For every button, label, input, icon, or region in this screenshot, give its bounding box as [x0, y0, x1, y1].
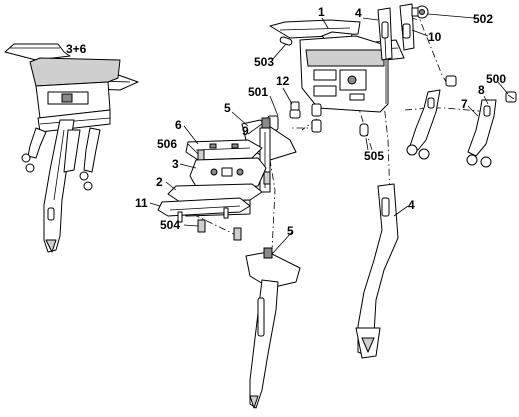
bracket-part-6 [185, 139, 263, 161]
callout-501: 501 [248, 85, 269, 99]
arm-part-4-lower [355, 183, 399, 359]
callout-8: 8 [478, 83, 485, 97]
callout-9: 9 [242, 124, 249, 138]
block-part-3 [189, 157, 267, 191]
bracket-part-1 [269, 19, 405, 113]
leader-lines [149, 13, 509, 255]
callout-503: 503 [254, 55, 275, 69]
callout-504: 504 [160, 218, 181, 232]
callout-6: 6 [175, 118, 182, 132]
callout-1: 1 [318, 5, 325, 19]
callout-7: 7 [461, 97, 468, 111]
callout-3: 3 [172, 157, 179, 171]
callout-506: 506 [157, 137, 178, 151]
callout-4-top: 4 [355, 6, 362, 20]
blade-part-5-lower [245, 247, 301, 409]
callout-10: 10 [428, 30, 442, 44]
assembled-bracket-view [4, 43, 139, 253]
top-arm-part [377, 3, 429, 61]
pins-503-505 [279, 36, 369, 137]
callout-2: 2 [156, 175, 163, 189]
callout-3-6: 3+6 [66, 42, 87, 56]
clip-part-11 [157, 197, 251, 223]
callout-12: 12 [276, 74, 290, 88]
callout-5-lower: 5 [287, 224, 294, 238]
callout-505: 505 [364, 149, 385, 163]
callout-4-lower: 4 [408, 198, 415, 212]
callout-502: 502 [473, 12, 494, 26]
callout-11: 11 [135, 196, 148, 210]
callout-500: 500 [486, 72, 507, 86]
callout-5-upper: 5 [224, 101, 231, 115]
springs-504 [197, 219, 242, 241]
side-links-7-8 [406, 89, 497, 168]
